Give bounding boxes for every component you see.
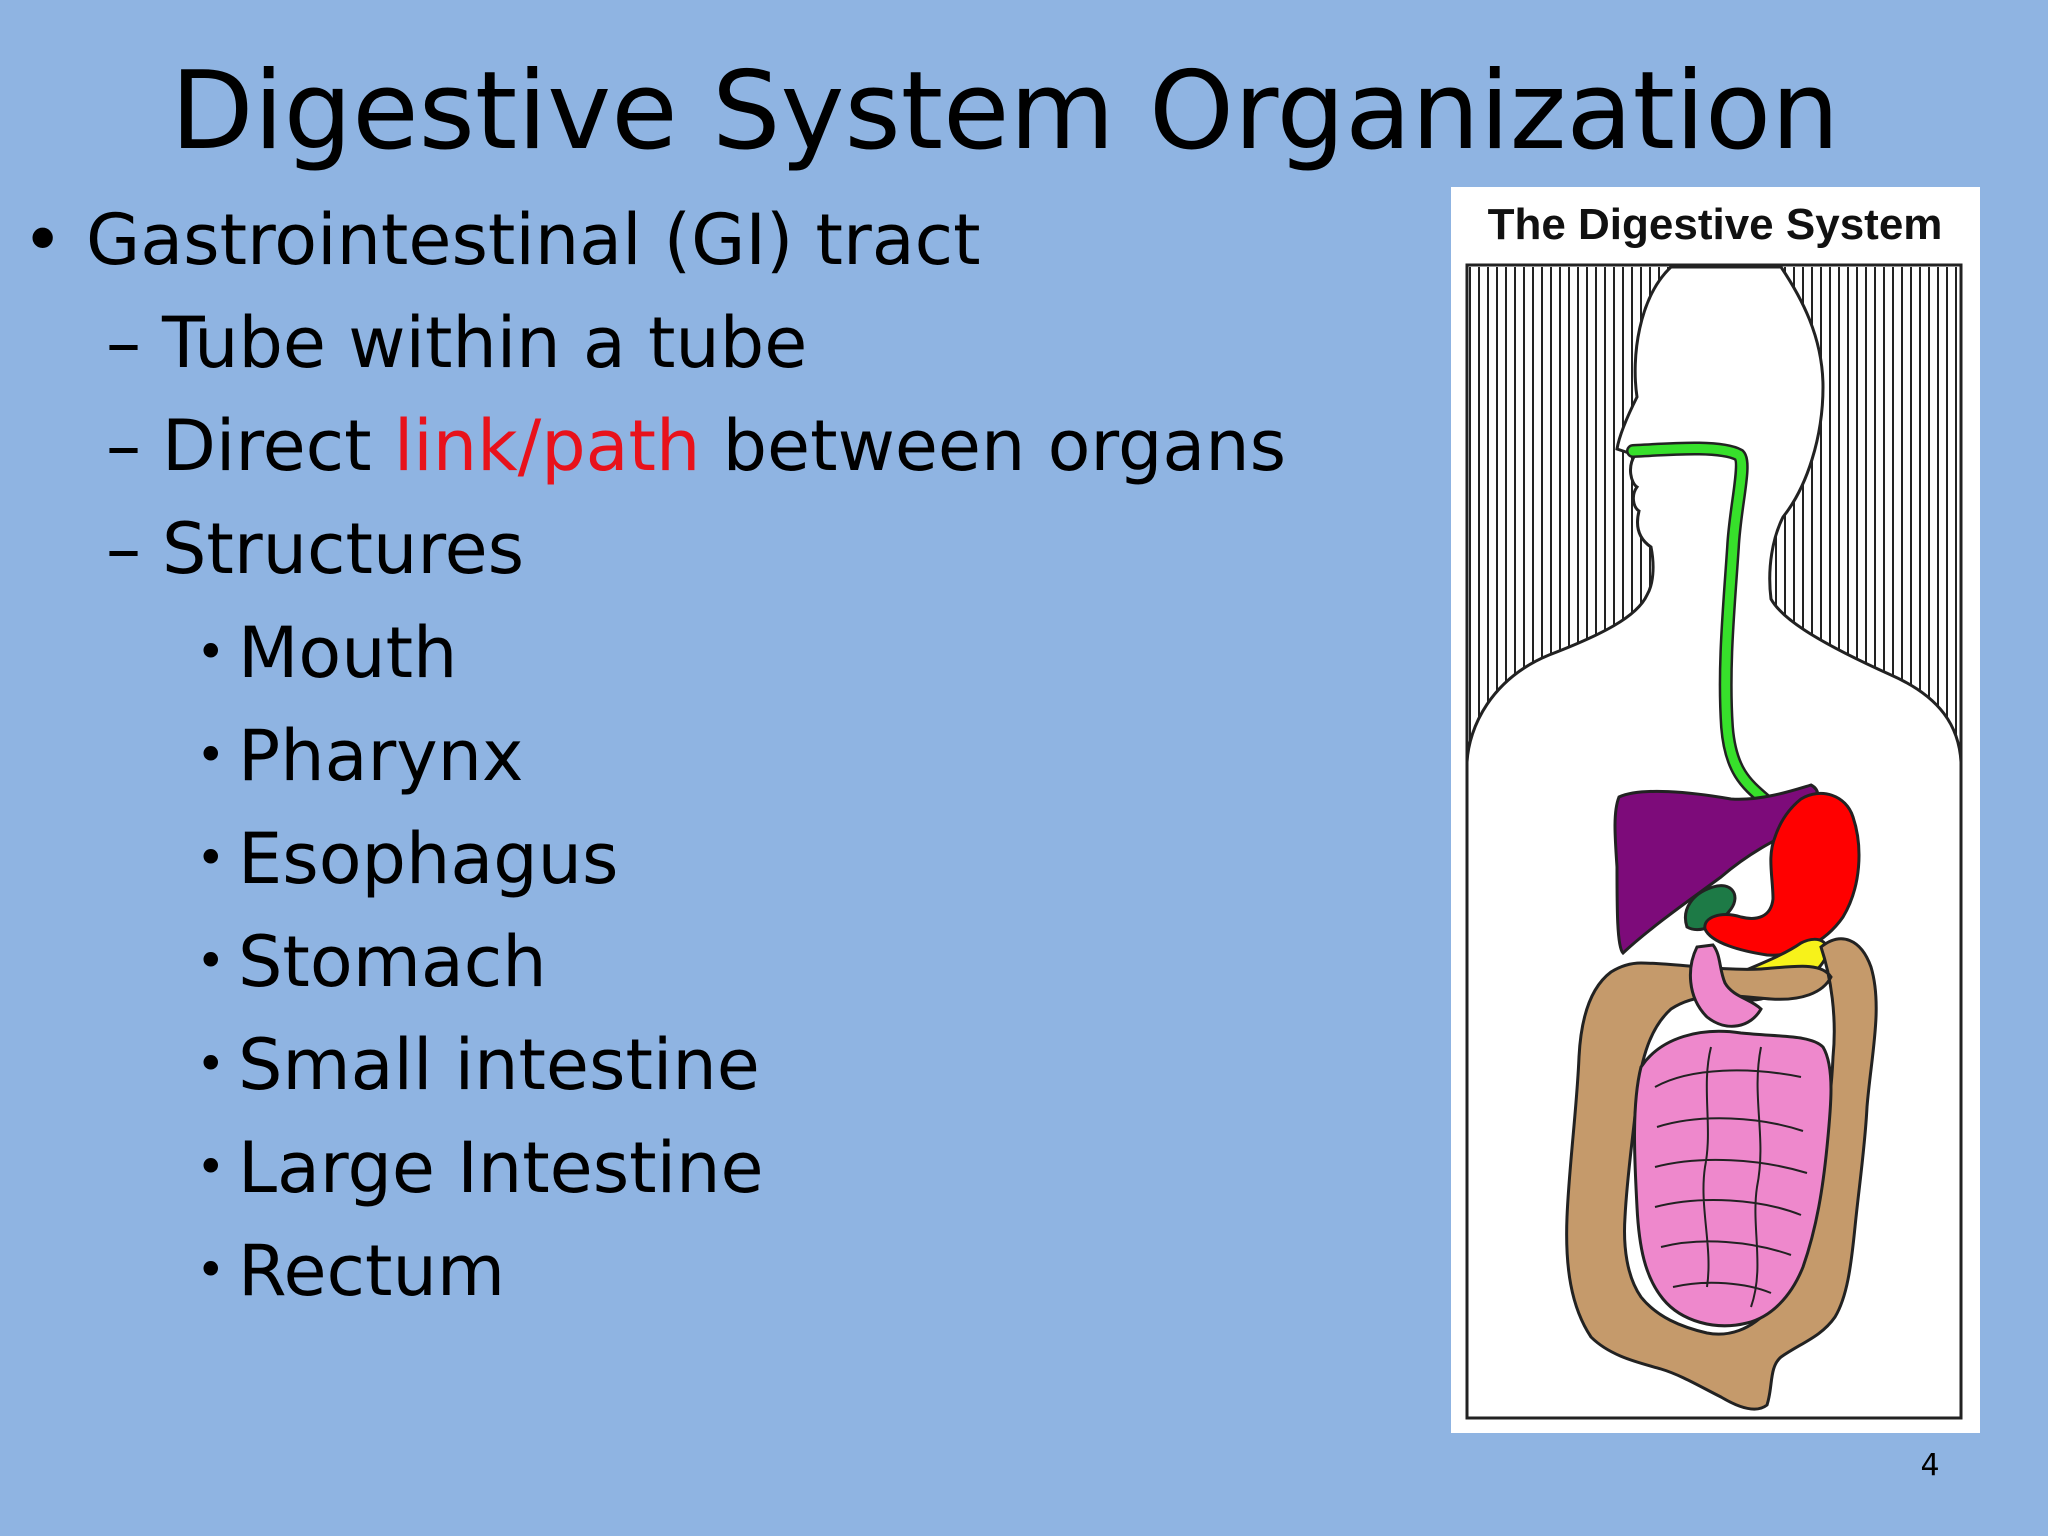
structure-label: Pharynx: [238, 715, 524, 797]
highlighted-term: link/path: [393, 405, 701, 487]
structure-label: Rectum: [238, 1230, 506, 1312]
sub-bullet-text: Structures: [162, 508, 525, 590]
small-intestine-coils: [1654, 1046, 1808, 1308]
structure-item-small-intestine: •Small intestine: [196, 1024, 760, 1105]
structure-item-mouth: •Mouth: [196, 612, 457, 693]
bullet-marker: •: [196, 726, 226, 784]
bullet-marker: •: [196, 623, 226, 681]
structure-item-rectum: •Rectum: [196, 1230, 505, 1311]
bullet-marker: •: [22, 199, 64, 281]
structure-item-pharynx: •Pharynx: [196, 715, 523, 796]
sub-bullet-direct-link: –Direct link/path between organs: [106, 406, 1286, 486]
bullet-marker: •: [196, 829, 226, 887]
small-intestine-duodenum: [1688, 943, 1763, 1028]
bullet-gi-tract: • Gastrointestinal (GI) tract: [22, 200, 981, 280]
slide-title: Digestive System Organization: [170, 49, 1840, 174]
bullet-marker: •: [196, 1138, 226, 1196]
structure-label: Small intestine: [238, 1024, 760, 1106]
structure-label: Stomach: [238, 921, 547, 1003]
sub-bullet-tube: –Tube within a tube: [106, 303, 807, 383]
bullet-marker: •: [196, 1035, 226, 1093]
figure-caption: The Digestive System: [1488, 200, 1943, 249]
digestive-system-figure: The Digestive System: [1451, 187, 1980, 1433]
digestive-system-diagram: The Digestive System: [1465, 200, 1963, 1420]
structure-item-large-intestine: •Large Intestine: [196, 1127, 764, 1208]
sub-bullet-text: Tube within a tube: [162, 302, 808, 384]
structure-label: Mouth: [238, 612, 458, 694]
sub-bullet-text-before: Direct: [162, 405, 394, 487]
bullet-marker: •: [196, 932, 226, 990]
structure-label: Esophagus: [238, 818, 619, 900]
stomach: [1703, 791, 1861, 957]
structure-label: Large Intestine: [238, 1127, 764, 1209]
bullet-text: Gastrointestinal (GI) tract: [86, 199, 981, 281]
esophagus: [1628, 444, 1778, 812]
structure-item-stomach: •Stomach: [196, 921, 547, 1002]
dash-marker: –: [106, 302, 141, 384]
sub-bullet-text-after: between organs: [700, 405, 1287, 487]
bullet-marker: •: [196, 1241, 226, 1299]
structure-item-esophagus: •Esophagus: [196, 818, 619, 899]
dash-marker: –: [106, 405, 141, 487]
liver: [1613, 783, 1820, 956]
sub-bullet-structures: –Structures: [106, 509, 524, 589]
page-number: 4: [1920, 1448, 1940, 1483]
dash-marker: –: [106, 508, 141, 590]
